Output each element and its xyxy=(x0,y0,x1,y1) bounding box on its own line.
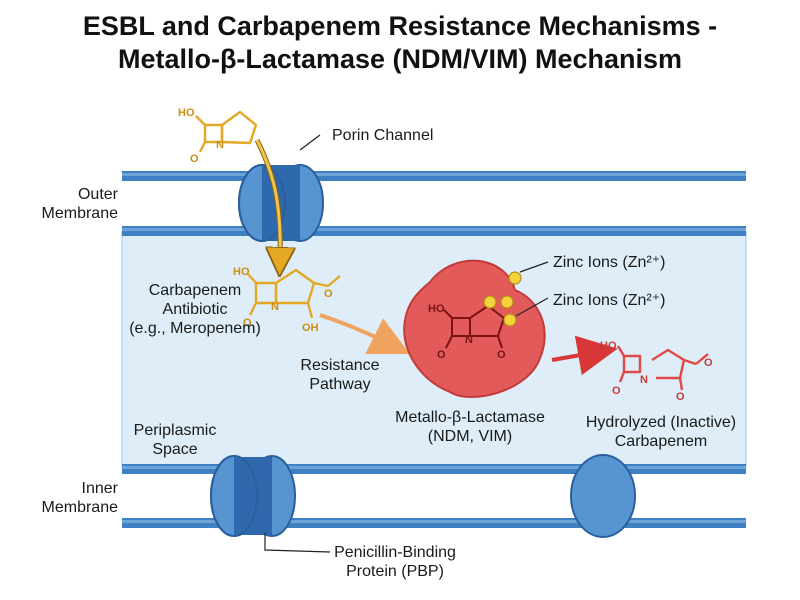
outer-membrane-label: Outer Membrane xyxy=(20,185,118,223)
hydrolyzed-carbapenem-molecule xyxy=(616,345,709,391)
mid-mol-o-1: O xyxy=(243,317,252,329)
enzyme-bound-substrate xyxy=(443,305,505,349)
periplasmic-label-line-1: Periplasmic xyxy=(133,422,217,439)
hydro-mol-o-2: O xyxy=(676,391,685,403)
top-mol-ho: HO xyxy=(178,107,195,119)
outer-membrane-label-line-1: Outer xyxy=(77,186,118,203)
pbp-label-line-2: Protein (PBP) xyxy=(346,563,444,580)
zinc-ions-label-1: Zinc Ions (Zn²⁺) xyxy=(553,254,666,271)
metallo-beta-lactamase-label: Metallo-β-Lactamase (NDM, VIM) xyxy=(370,408,570,446)
resistance-pathway-arrow xyxy=(319,313,410,354)
title-line-1: ESBL and Carbapenem Resistance Mechanism… xyxy=(82,11,718,41)
outer-membrane xyxy=(122,171,746,236)
hydro-mol-o-1: O xyxy=(612,385,621,397)
pbp-leader-line xyxy=(264,533,331,553)
zinc-ions xyxy=(483,271,522,327)
porin-channel-label: Porin Channel xyxy=(332,127,434,144)
hydro-mol-n: N xyxy=(640,374,648,386)
resistance-pathway-label: Resistance Pathway xyxy=(290,356,390,394)
inner-membrane-protein xyxy=(570,454,636,538)
enzyme-mol-o-2: O xyxy=(497,349,506,361)
outer-membrane-label-line-2: Membrane xyxy=(41,205,118,222)
top-mol-n: N xyxy=(216,139,224,151)
resistance-pathway-line-2: Pathway xyxy=(309,376,371,393)
hydrolyzed-label-line-1: Hydrolyzed (Inactive) xyxy=(585,414,737,431)
pbp-label: Penicillin-Binding Protein (PBP) xyxy=(315,543,475,581)
porin-leader-line xyxy=(299,134,321,151)
mbl-label-line-2: (NDM, VIM) xyxy=(427,428,513,445)
carbapenem-label-line-2: Antibiotic xyxy=(162,301,228,318)
zinc-ions-label-2: Zinc Ions (Zn²⁺) xyxy=(553,292,666,309)
hydro-mol-ho: HO xyxy=(600,340,617,352)
enzyme-mol-o-1: O xyxy=(437,349,446,361)
hydrolysis-arrow xyxy=(551,335,618,376)
inner-membrane-label: Inner Membrane xyxy=(20,479,118,517)
enzyme-mol-n: N xyxy=(465,334,473,346)
inner-membrane-label-line-2: Membrane xyxy=(41,499,118,516)
carbapenem-label-line-3: (e.g., Meropenem) xyxy=(129,320,261,337)
inner-membrane-label-line-1: Inner xyxy=(81,480,118,497)
pbp-protein xyxy=(210,455,296,537)
enzyme-mol-ho: HO xyxy=(428,303,445,315)
inner-membrane xyxy=(122,464,746,528)
pbp-label-line-1: Penicillin-Binding xyxy=(334,544,456,561)
mid-mol-ho: HO xyxy=(233,266,250,278)
hydrolyzed-label-line-2: Carbapenem xyxy=(614,433,708,450)
carbapenem-molecule-top xyxy=(195,110,258,153)
mid-mol-n: N xyxy=(271,301,279,313)
top-mol-o: O xyxy=(190,153,199,165)
hydrolyzed-carbapenem-label: Hydrolyzed (Inactive) Carbapenem xyxy=(572,413,750,451)
metallo-beta-lactamase-enzyme xyxy=(403,259,546,398)
diagram-title: ESBL and Carbapenem Resistance Mechanism… xyxy=(0,10,800,76)
title-line-2: Metallo-β-Lactamase (NDM/VIM) Mechanism xyxy=(117,44,683,74)
carbapenem-molecule-periplasm xyxy=(247,268,341,319)
zinc-leader-line-1 xyxy=(519,261,549,273)
resistance-pathway-line-1: Resistance xyxy=(300,357,380,374)
mbl-label-line-1: Metallo-β-Lactamase xyxy=(395,409,545,426)
mid-mol-oh: OH xyxy=(302,322,319,334)
hydro-mol-o-3: O xyxy=(704,357,713,369)
carbapenem-label-line-1: Carbapenem xyxy=(148,282,242,299)
zinc-leader-line-2 xyxy=(515,297,549,317)
carbapenem-antibiotic-label: Carbapenem Antibiotic (e.g., Meropenem) xyxy=(120,281,270,338)
mid-mol-o-2: O xyxy=(324,288,333,300)
periplasmic-space-label: Periplasmic Space xyxy=(115,421,235,459)
periplasmic-label-line-2: Space xyxy=(152,441,198,458)
